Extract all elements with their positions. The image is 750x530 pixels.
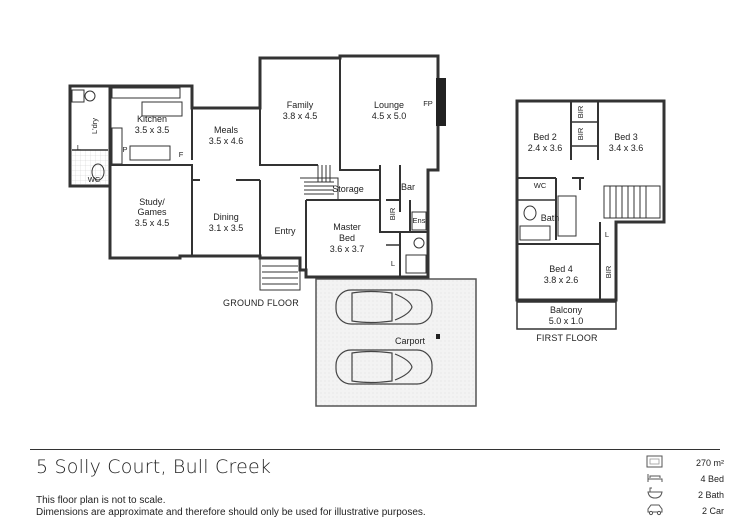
- property-address: 5 Solly Court, Bull Creek: [36, 456, 272, 478]
- dimensions-note: Dimensions are approximate and therefore…: [36, 507, 426, 518]
- first-floor-label: FIRST FLOOR: [536, 333, 598, 343]
- ensuite-label: Ens: [413, 216, 426, 225]
- bed3-dims: 3.4 x 3.6: [609, 143, 644, 153]
- area-icon: [646, 455, 663, 468]
- wc-upper-label: WC: [534, 181, 547, 190]
- bed2-dims: 2.4 x 3.6: [528, 143, 563, 153]
- area-stat: 270 m²: [695, 458, 724, 468]
- scale-note: This floor plan is not to scale.: [36, 495, 166, 506]
- bed2-label: Bed 2: [533, 132, 557, 142]
- balcony-label: Balcony: [550, 305, 583, 315]
- bed3-label: Bed 3: [614, 132, 638, 142]
- first-floor: [515, 99, 666, 330]
- carport-post: [436, 334, 440, 339]
- bir-bed3-label: BIR: [576, 127, 585, 140]
- carport-label: Carport: [395, 336, 426, 346]
- bed-stat: 4 Bed: [700, 474, 724, 484]
- bir-bed4-label: BIR: [604, 265, 613, 278]
- bed4-label: Bed 4: [549, 264, 573, 274]
- lounge-dims: 4.5 x 5.0: [372, 111, 407, 121]
- balcony-area: [516, 301, 617, 330]
- ground-floor: [68, 54, 477, 407]
- bath-stat: 2 Bath: [697, 490, 724, 500]
- family-dims: 3.8 x 4.5: [283, 111, 318, 121]
- linen-upper-label: L: [605, 230, 609, 239]
- bed4-dims: 3.8 x 2.6: [544, 275, 579, 285]
- dining-dims: 3.1 x 3.5: [209, 223, 244, 233]
- floor-plan: Kitchen 3.5 x 3.5 Meals 3.5 x 4.6 Family…: [68, 54, 666, 407]
- laundry-label: L'dry: [90, 118, 99, 134]
- linen-label: L: [77, 143, 81, 152]
- entry-label: Entry: [274, 226, 296, 236]
- study-dims: 3.5 x 4.5: [135, 218, 170, 228]
- wc-label: WC: [88, 175, 101, 184]
- study-label-2: Games: [137, 207, 167, 217]
- bed-icon: [647, 474, 663, 482]
- meals-dims: 3.5 x 4.6: [209, 136, 244, 146]
- car-icon: [647, 504, 663, 516]
- bath-label: Bath: [541, 213, 560, 223]
- storage-label: Storage: [332, 184, 364, 194]
- linen-ens-label: L: [391, 259, 395, 268]
- balcony-dims: 5.0 x 1.0: [549, 316, 584, 326]
- fridge-label: F: [179, 150, 184, 159]
- bar-label: Bar: [401, 182, 415, 192]
- dining-label: Dining: [213, 212, 239, 222]
- kitchen-label: Kitchen: [137, 114, 167, 124]
- car-stat: 2 Car: [701, 506, 724, 516]
- master-bed-label: Master: [333, 222, 361, 232]
- family-label: Family: [287, 100, 314, 110]
- study-label: Study/: [139, 197, 165, 207]
- pantry-label: P: [122, 145, 127, 154]
- fireplace-label: FP: [423, 99, 433, 108]
- master-bed-label-2: Bed: [339, 233, 355, 243]
- ground-floor-label: GROUND FLOOR: [223, 298, 299, 308]
- bath-icon: [647, 487, 663, 499]
- car-lower-icon: [335, 349, 433, 385]
- bir-bed2-label: BIR: [576, 105, 585, 118]
- lounge-label: Lounge: [374, 100, 404, 110]
- master-bed-dims: 3.6 x 3.7: [330, 244, 365, 254]
- kitchen-dims: 3.5 x 3.5: [135, 125, 170, 135]
- car-upper-icon: [335, 289, 433, 325]
- meals-label: Meals: [214, 125, 239, 135]
- carport-area: [315, 278, 477, 407]
- bir-master-label: BIR: [388, 207, 397, 220]
- footer-divider: [30, 449, 720, 450]
